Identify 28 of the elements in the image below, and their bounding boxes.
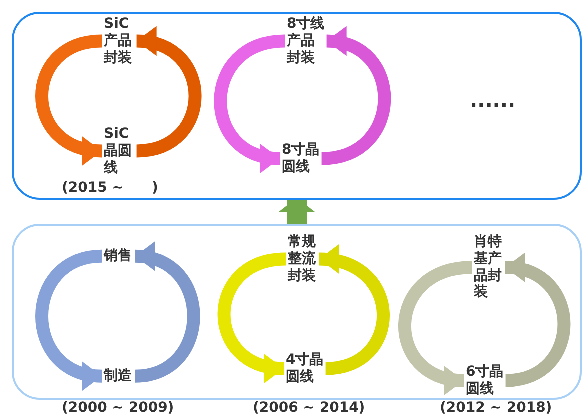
stage-label: 常规整流封装 — [288, 234, 318, 284]
year-range: (2006 ~ 2014) — [253, 400, 366, 416]
year-range: (2015 ~ ) — [62, 179, 158, 197]
year-range: (2000 ~ 2009) — [62, 400, 174, 416]
stage-label: 制造 — [104, 368, 134, 385]
curved-arrow — [318, 246, 390, 376]
curved-arrow — [504, 255, 571, 388]
stage-label: 8寸晶圆线 — [282, 142, 320, 176]
curved-arrow — [134, 244, 200, 383]
curved-arrow — [136, 28, 202, 158]
curved-arrow — [36, 34, 103, 164]
curved-arrow — [214, 34, 286, 172]
stage-label: 销售 — [104, 248, 134, 265]
rounded-panel — [12, 12, 582, 200]
stage-label: SiC产品封装 — [104, 16, 135, 66]
stage-label: 8寸线产品封装 — [287, 16, 325, 66]
rounded-panel — [12, 224, 582, 400]
block-arrow — [279, 198, 315, 225]
curved-arrow — [36, 250, 103, 389]
year-range: (2012 ~ 2018) — [440, 400, 552, 416]
stage-label: 4寸晶圆线 — [286, 352, 324, 386]
ellipsis-text: ...... — [470, 88, 516, 112]
stage-label: SiC晶圆线 — [104, 126, 135, 176]
curved-arrow — [398, 261, 473, 394]
curved-arrow — [321, 28, 392, 166]
stage-label: 肖特基产品封装 — [474, 234, 504, 302]
stage-label: 6寸晶圆线 — [466, 364, 504, 398]
curved-arrow — [218, 252, 287, 382]
